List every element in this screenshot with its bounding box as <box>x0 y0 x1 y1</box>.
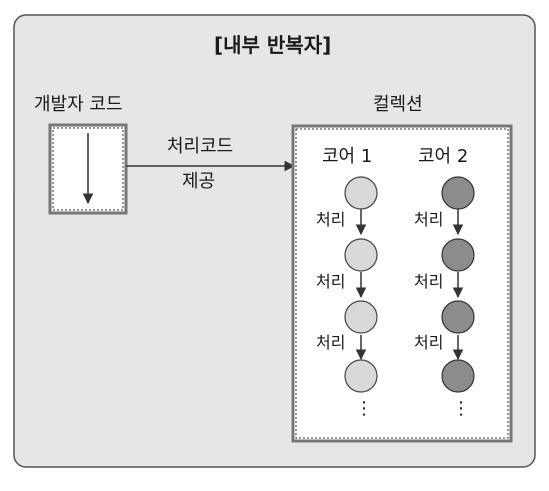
core2-step-label: 처리 <box>414 210 444 229</box>
diagram-title: [내부 반복자] <box>214 33 332 57</box>
core1-chain <box>344 176 378 393</box>
provide-code-label-line2: 제공 <box>182 171 216 192</box>
core1-label: 코어 1 <box>322 146 373 167</box>
core2-ellipsis: ⋮ <box>452 398 470 419</box>
developer-code-box <box>48 123 128 215</box>
core2-node <box>441 359 475 393</box>
core1-node <box>344 300 378 334</box>
core1-ellipsis: ⋮ <box>355 398 373 419</box>
core2-node <box>441 176 475 210</box>
core2-step-label: 처리 <box>414 333 444 352</box>
core1-node <box>344 238 378 272</box>
core2-node <box>441 238 475 272</box>
developer-code-label: 개발자 코드 <box>34 94 123 115</box>
core2-label: 코어 2 <box>418 146 469 167</box>
core2-node <box>441 300 475 334</box>
core1-step-label: 처리 <box>316 210 346 229</box>
collection-box <box>291 124 513 443</box>
core1-node <box>344 176 378 210</box>
core1-step-label: 처리 <box>316 272 346 291</box>
core1-node <box>344 359 378 393</box>
core2-step-label: 처리 <box>414 272 444 291</box>
collection-label: 컬렉션 <box>373 94 423 115</box>
core2-chain <box>441 176 475 393</box>
provide-code-label-line1: 처리코드 <box>167 136 234 157</box>
core1-step-label: 처리 <box>316 333 346 352</box>
